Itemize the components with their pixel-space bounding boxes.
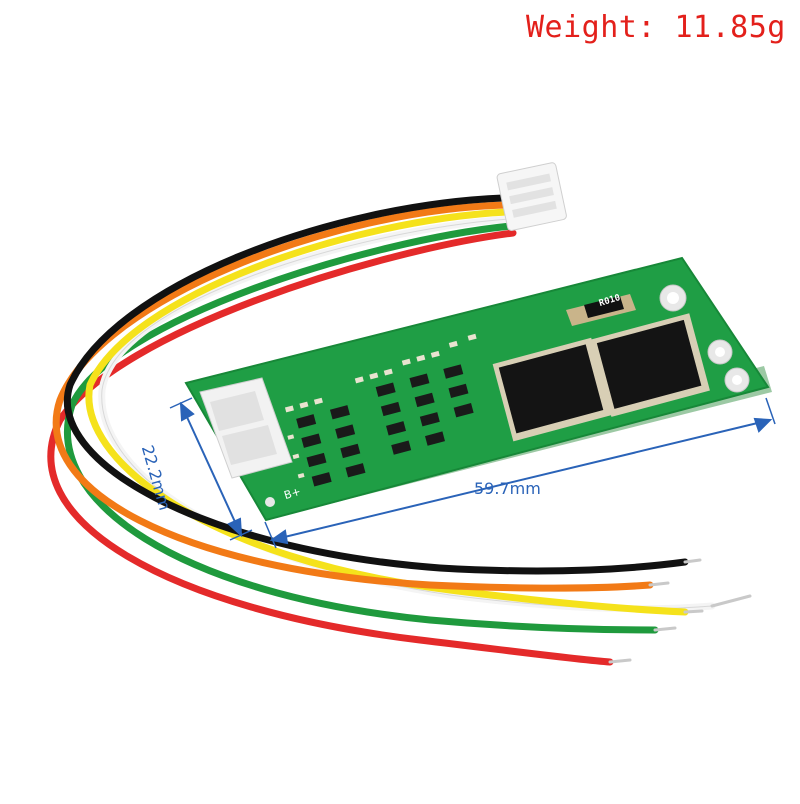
weight-label: Weight: 11.85g [526,10,786,45]
b-plus-pad [265,497,275,507]
width-dimension-label: 59.7mm [474,479,541,498]
wire-red [47,229,614,666]
width-dimension-line [271,419,771,541]
mosfet [492,337,612,442]
wire-tip-white [710,594,752,608]
top-connector [496,162,567,231]
wire-tip-orange [648,581,670,587]
pcb-board [184,256,772,522]
wire-tip-green [653,626,677,632]
wire-black [64,194,689,575]
height-dimension-line [180,403,242,536]
wire-orange [52,201,654,592]
passive-components [284,333,477,479]
ic-array [296,364,474,487]
dimension-lines [169,397,776,549]
wire-tip-red [608,658,632,664]
wire-yellow [85,208,689,616]
wire-tip-black [683,558,702,564]
wire-green [64,222,659,634]
wire-bundle [47,194,752,666]
mosfet [590,313,710,417]
wire-tip-yellow [683,609,704,614]
